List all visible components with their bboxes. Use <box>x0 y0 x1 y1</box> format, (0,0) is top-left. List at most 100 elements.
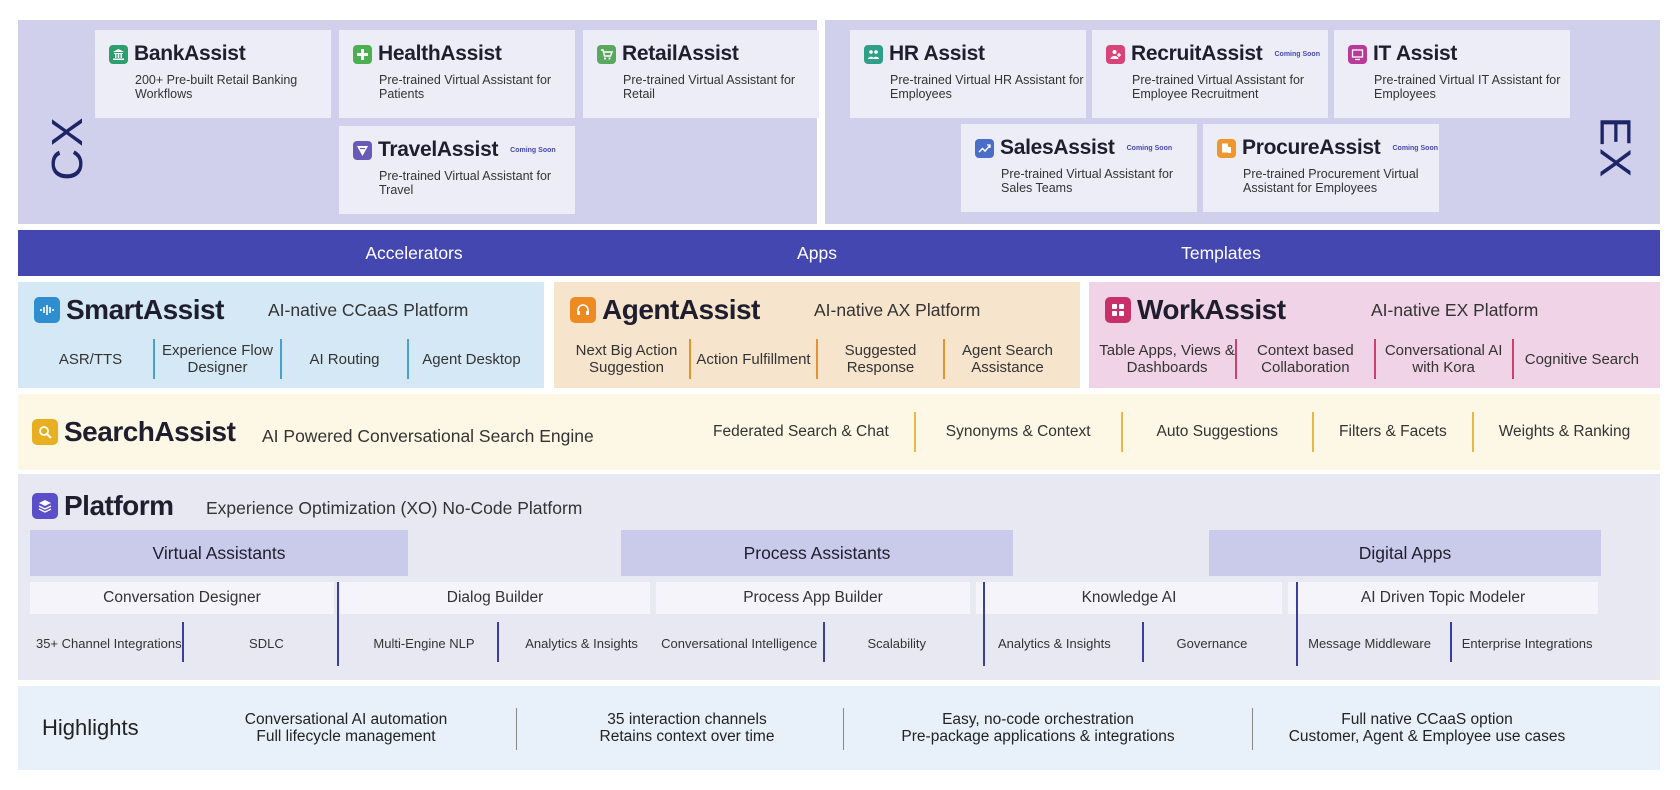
platform-capability: Governance <box>1176 636 1248 651</box>
workassist-title: WorkAssist <box>1137 294 1286 325</box>
highlights-panel: Highlights Conversational AI automation … <box>18 686 1660 770</box>
agentassist-feature: Action Fulfillment <box>689 339 816 379</box>
layers-icon <box>32 493 58 519</box>
card-title: RetailAssist <box>622 42 739 65</box>
cart-icon <box>597 44 616 64</box>
smartassist-feature: AI Routing <box>280 339 407 379</box>
platform-capability: Scalability <box>867 636 927 651</box>
highlight-item: Full native CCaaS option Customer, Agent… <box>1289 711 1566 745</box>
agentassist-subtitle: AI-native AX Platform <box>814 300 981 320</box>
platform-capability: Message Middleware <box>1308 636 1431 651</box>
card-description: 200+ Pre-built Retail Banking Workflows <box>135 73 298 101</box>
searchassist-feature: Federated Search & Chat <box>713 423 889 440</box>
searchassist-feature: Filters & Facets <box>1312 412 1472 452</box>
platform-capability: Multi-Engine NLP <box>373 636 475 651</box>
platform-capability: SDLC <box>249 636 284 651</box>
card-bankassist[interactable]: BankAssist 200+ Pre-built Retail Banking… <box>95 30 331 118</box>
card-itassist[interactable]: IT Assist Pre-trained Virtual IT Assista… <box>1334 30 1570 118</box>
highlight-item: Easy, no-code orchestration Pre-package … <box>901 711 1174 745</box>
searchassist-panel: SearchAssist AI Powered Conversational S… <box>18 394 1660 470</box>
card-title: RecruitAssist <box>1131 42 1263 65</box>
highlight-line: Pre-package applications & integrations <box>901 728 1175 745</box>
platform-panel: Platform Experience Optimization (XO) No… <box>18 474 1660 680</box>
people-icon <box>864 44 883 64</box>
band-templates: Templates <box>1181 243 1261 263</box>
grid-apps-icon <box>1105 297 1131 323</box>
builder-knowledge-ai: Knowledge AI <box>976 582 1282 614</box>
waveform-icon <box>34 297 60 323</box>
card-title: HR Assist <box>889 42 985 65</box>
agentassist-feature: Next Big Action Suggestion <box>575 342 678 376</box>
bank-icon <box>109 44 128 64</box>
card-title: TravelAssist <box>378 138 499 161</box>
card-procureassist[interactable]: ProcureAssist Coming Soon Pre-trained Pr… <box>1203 124 1439 212</box>
highlight-line: 35 interaction channels <box>607 711 767 728</box>
coming-soon-badge: Coming Soon <box>1126 144 1173 152</box>
card-salesassist[interactable]: SalesAssist Coming Soon Pre-trained Virt… <box>961 124 1197 212</box>
procure-icon <box>1217 138 1236 158</box>
searchassist-feature: Auto Suggestions <box>1120 412 1313 452</box>
smartassist-subtitle: AI-native CCaaS Platform <box>268 300 469 320</box>
agentassist-panel: AgentAssist AI-native AX Platform Next B… <box>554 282 1080 388</box>
divider <box>516 708 517 750</box>
coming-soon-badge: Coming Soon <box>510 146 556 154</box>
card-description: Pre-trained Procurement Virtual Assistan… <box>1243 167 1419 195</box>
agentassist-feature: Agent Search Assistance <box>943 339 1070 379</box>
headset-icon <box>570 297 596 323</box>
smartassist-panel: SmartAssist AI-native CCaaS Platform ASR… <box>18 282 544 388</box>
card-healthassist[interactable]: HealthAssist Pre-trained Virtual Assista… <box>339 30 575 118</box>
searchassist-subtitle: AI Powered Conversational Search Engine <box>262 426 594 446</box>
highlight-line: Full lifecycle management <box>256 728 436 745</box>
card-hrassist[interactable]: HR Assist Pre-trained Virtual HR Assista… <box>850 30 1086 118</box>
divider <box>823 622 825 662</box>
recruit-icon <box>1106 44 1125 64</box>
platform-subtitle: Experience Optimization (XO) No-Code Pla… <box>206 498 583 518</box>
builder-process-app-builder: Process App Builder <box>656 582 970 614</box>
builder-conversation-designer: Conversation Designer <box>30 582 334 614</box>
card-title: SalesAssist <box>1000 136 1115 159</box>
card-description: Pre-trained Virtual HR Assistant for Emp… <box>890 73 1084 101</box>
card-travelassist[interactable]: TravelAssist Coming Soon Pre-trained Vir… <box>339 126 575 214</box>
highlight-line: Easy, no-code orchestration <box>942 711 1134 728</box>
divider <box>983 582 985 666</box>
it-icon <box>1348 44 1367 64</box>
builder-topic-modeler: AI Driven Topic Modeler <box>1288 582 1598 614</box>
smartassist-feature: Agent Desktop <box>407 339 534 379</box>
highlight-item: Conversational AI automation Full lifecy… <box>245 711 447 745</box>
travel-icon <box>353 140 372 160</box>
health-plus-icon <box>353 44 372 64</box>
pill-digital-apps: Digital Apps <box>1209 530 1601 576</box>
divider <box>1296 582 1298 666</box>
highlight-line: Full native CCaaS option <box>1341 711 1513 728</box>
highlight-line: Customer, Agent & Employee use cases <box>1288 728 1566 745</box>
workassist-feature: Table Apps, Views & Dashboards <box>1099 342 1235 376</box>
ex-label: EX <box>1591 116 1640 180</box>
platform-capability: Conversational Intelligence <box>661 636 818 651</box>
platform-capability: 35+ Channel Integrations <box>35 636 182 651</box>
accelerators-apps-templates-band: Accelerators Apps Templates <box>18 230 1660 276</box>
highlight-line: Conversational AI automation <box>244 711 448 728</box>
ex-panel: EX HR Assist Pre-trained Virtual HR Assi… <box>825 20 1660 224</box>
card-description: Pre-trained Virtual Assistant for Employ… <box>1132 73 1305 101</box>
card-title: IT Assist <box>1373 42 1458 65</box>
divider <box>843 708 844 750</box>
platform-title: Platform <box>64 490 174 521</box>
card-retailassist[interactable]: RetailAssist Pre-trained Virtual Assista… <box>583 30 819 118</box>
workassist-feature: Context based Collaboration <box>1235 339 1373 379</box>
workassist-subtitle: AI-native EX Platform <box>1371 300 1539 320</box>
searchassist-title: SearchAssist <box>64 416 236 447</box>
card-recruitassist[interactable]: RecruitAssist Coming Soon Pre-trained Vi… <box>1092 30 1328 118</box>
divider <box>1450 622 1452 662</box>
pill-process-assistants: Process Assistants <box>621 530 1013 576</box>
card-description: Pre-trained Virtual Assistant for Sales … <box>1001 167 1174 195</box>
highlight-line: Retains context over time <box>599 728 775 745</box>
sales-chart-icon <box>975 138 994 158</box>
divider <box>182 622 184 662</box>
card-description: Pre-trained Virtual Assistant for Retail <box>623 73 796 101</box>
pill-virtual-assistants: Virtual Assistants <box>30 530 408 576</box>
card-description: Pre-trained Virtual Assistant for Travel <box>379 169 552 197</box>
smartassist-title: SmartAssist <box>66 294 224 325</box>
band-apps: Apps <box>797 243 837 263</box>
agentassist-title: AgentAssist <box>602 294 760 325</box>
platform-capability: Analytics & Insights <box>525 636 638 651</box>
